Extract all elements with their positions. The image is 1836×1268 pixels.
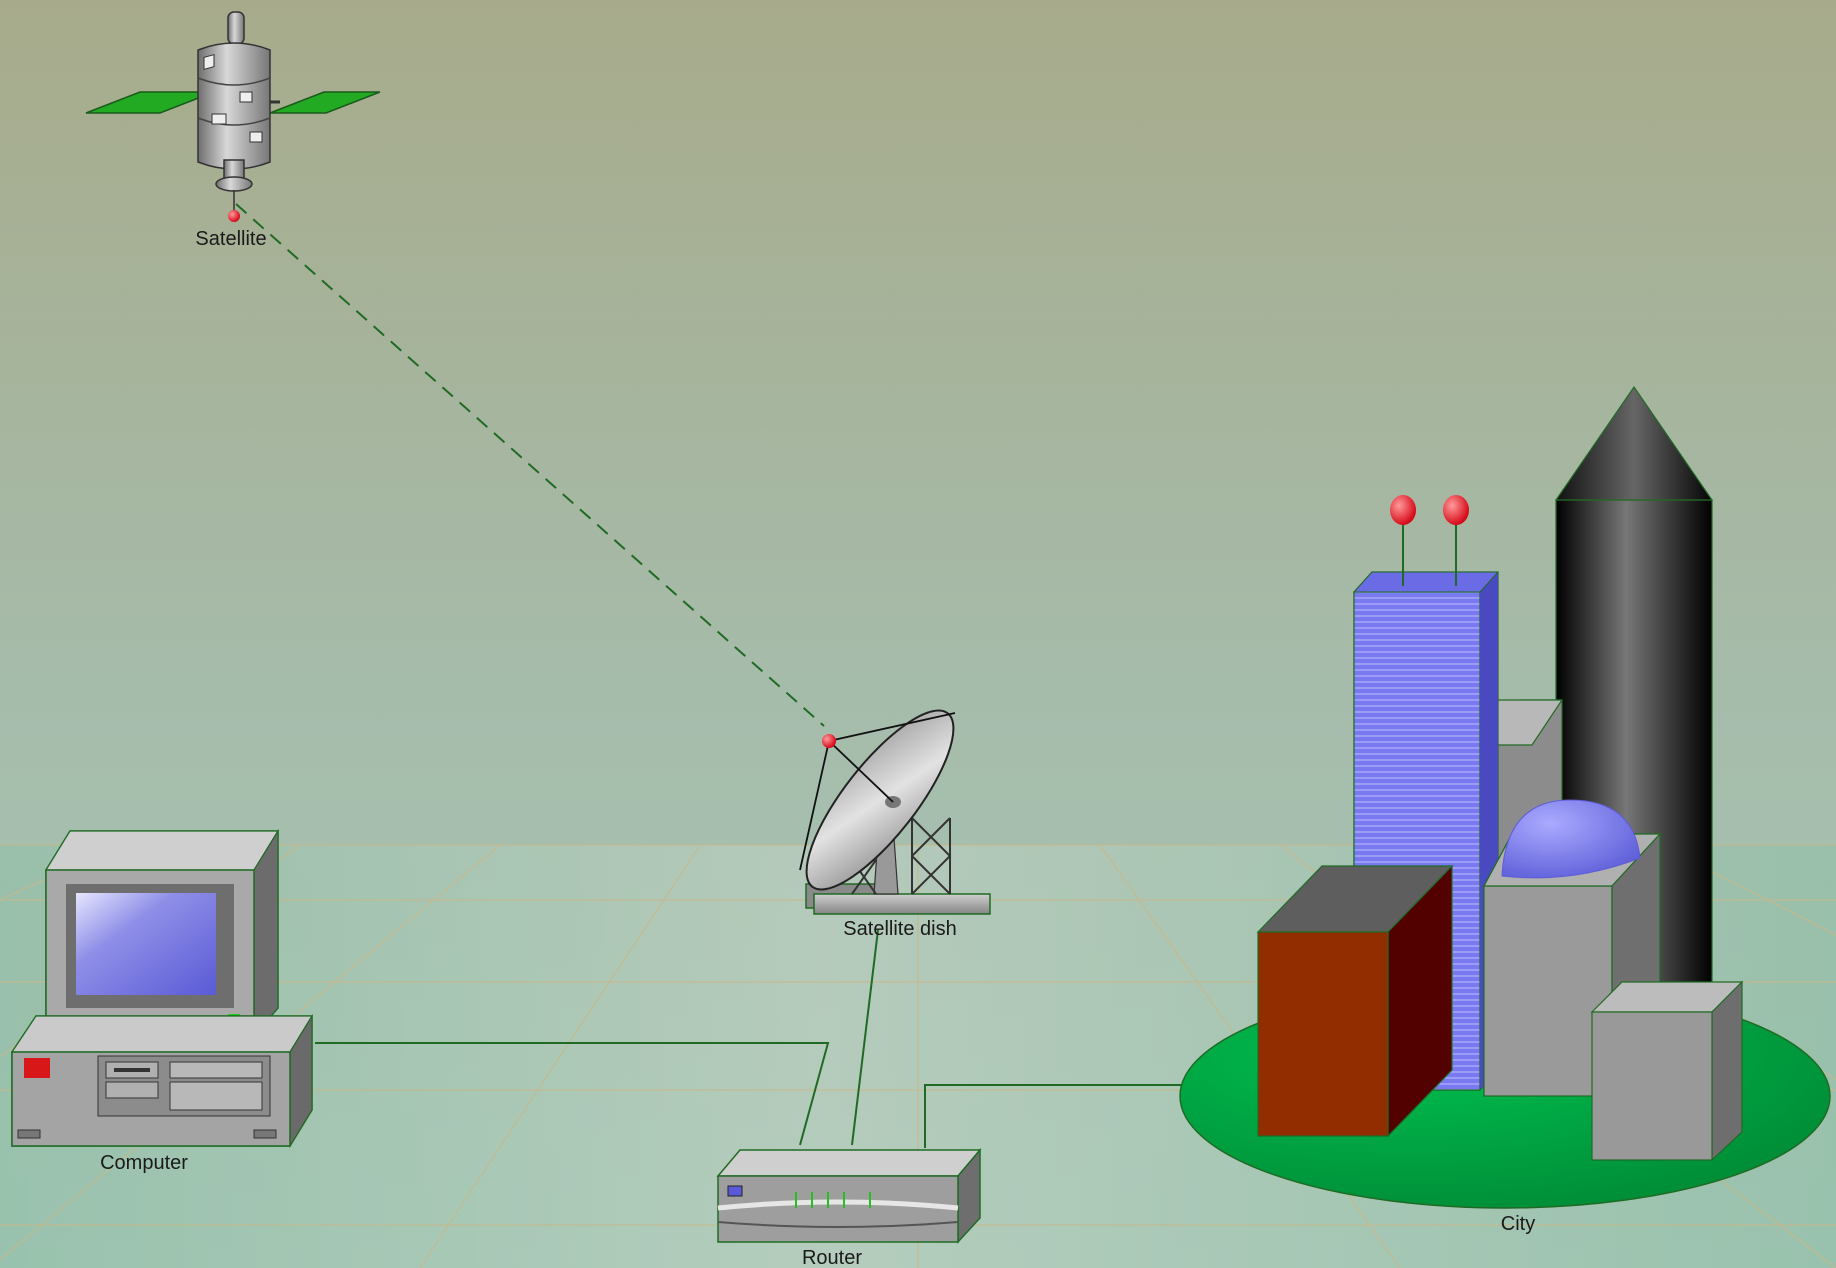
router-label: Router (802, 1247, 862, 1268)
computer-icon[interactable] (12, 830, 312, 1146)
dish-connector (822, 734, 836, 748)
satellite-label: Satellite (195, 228, 266, 250)
satellite-connector (228, 210, 240, 222)
city-label: City (1501, 1213, 1535, 1235)
router-icon[interactable] (718, 1150, 980, 1242)
computer-label: Computer (100, 1152, 188, 1174)
satellite-dish-label: Satellite dish (843, 918, 956, 940)
